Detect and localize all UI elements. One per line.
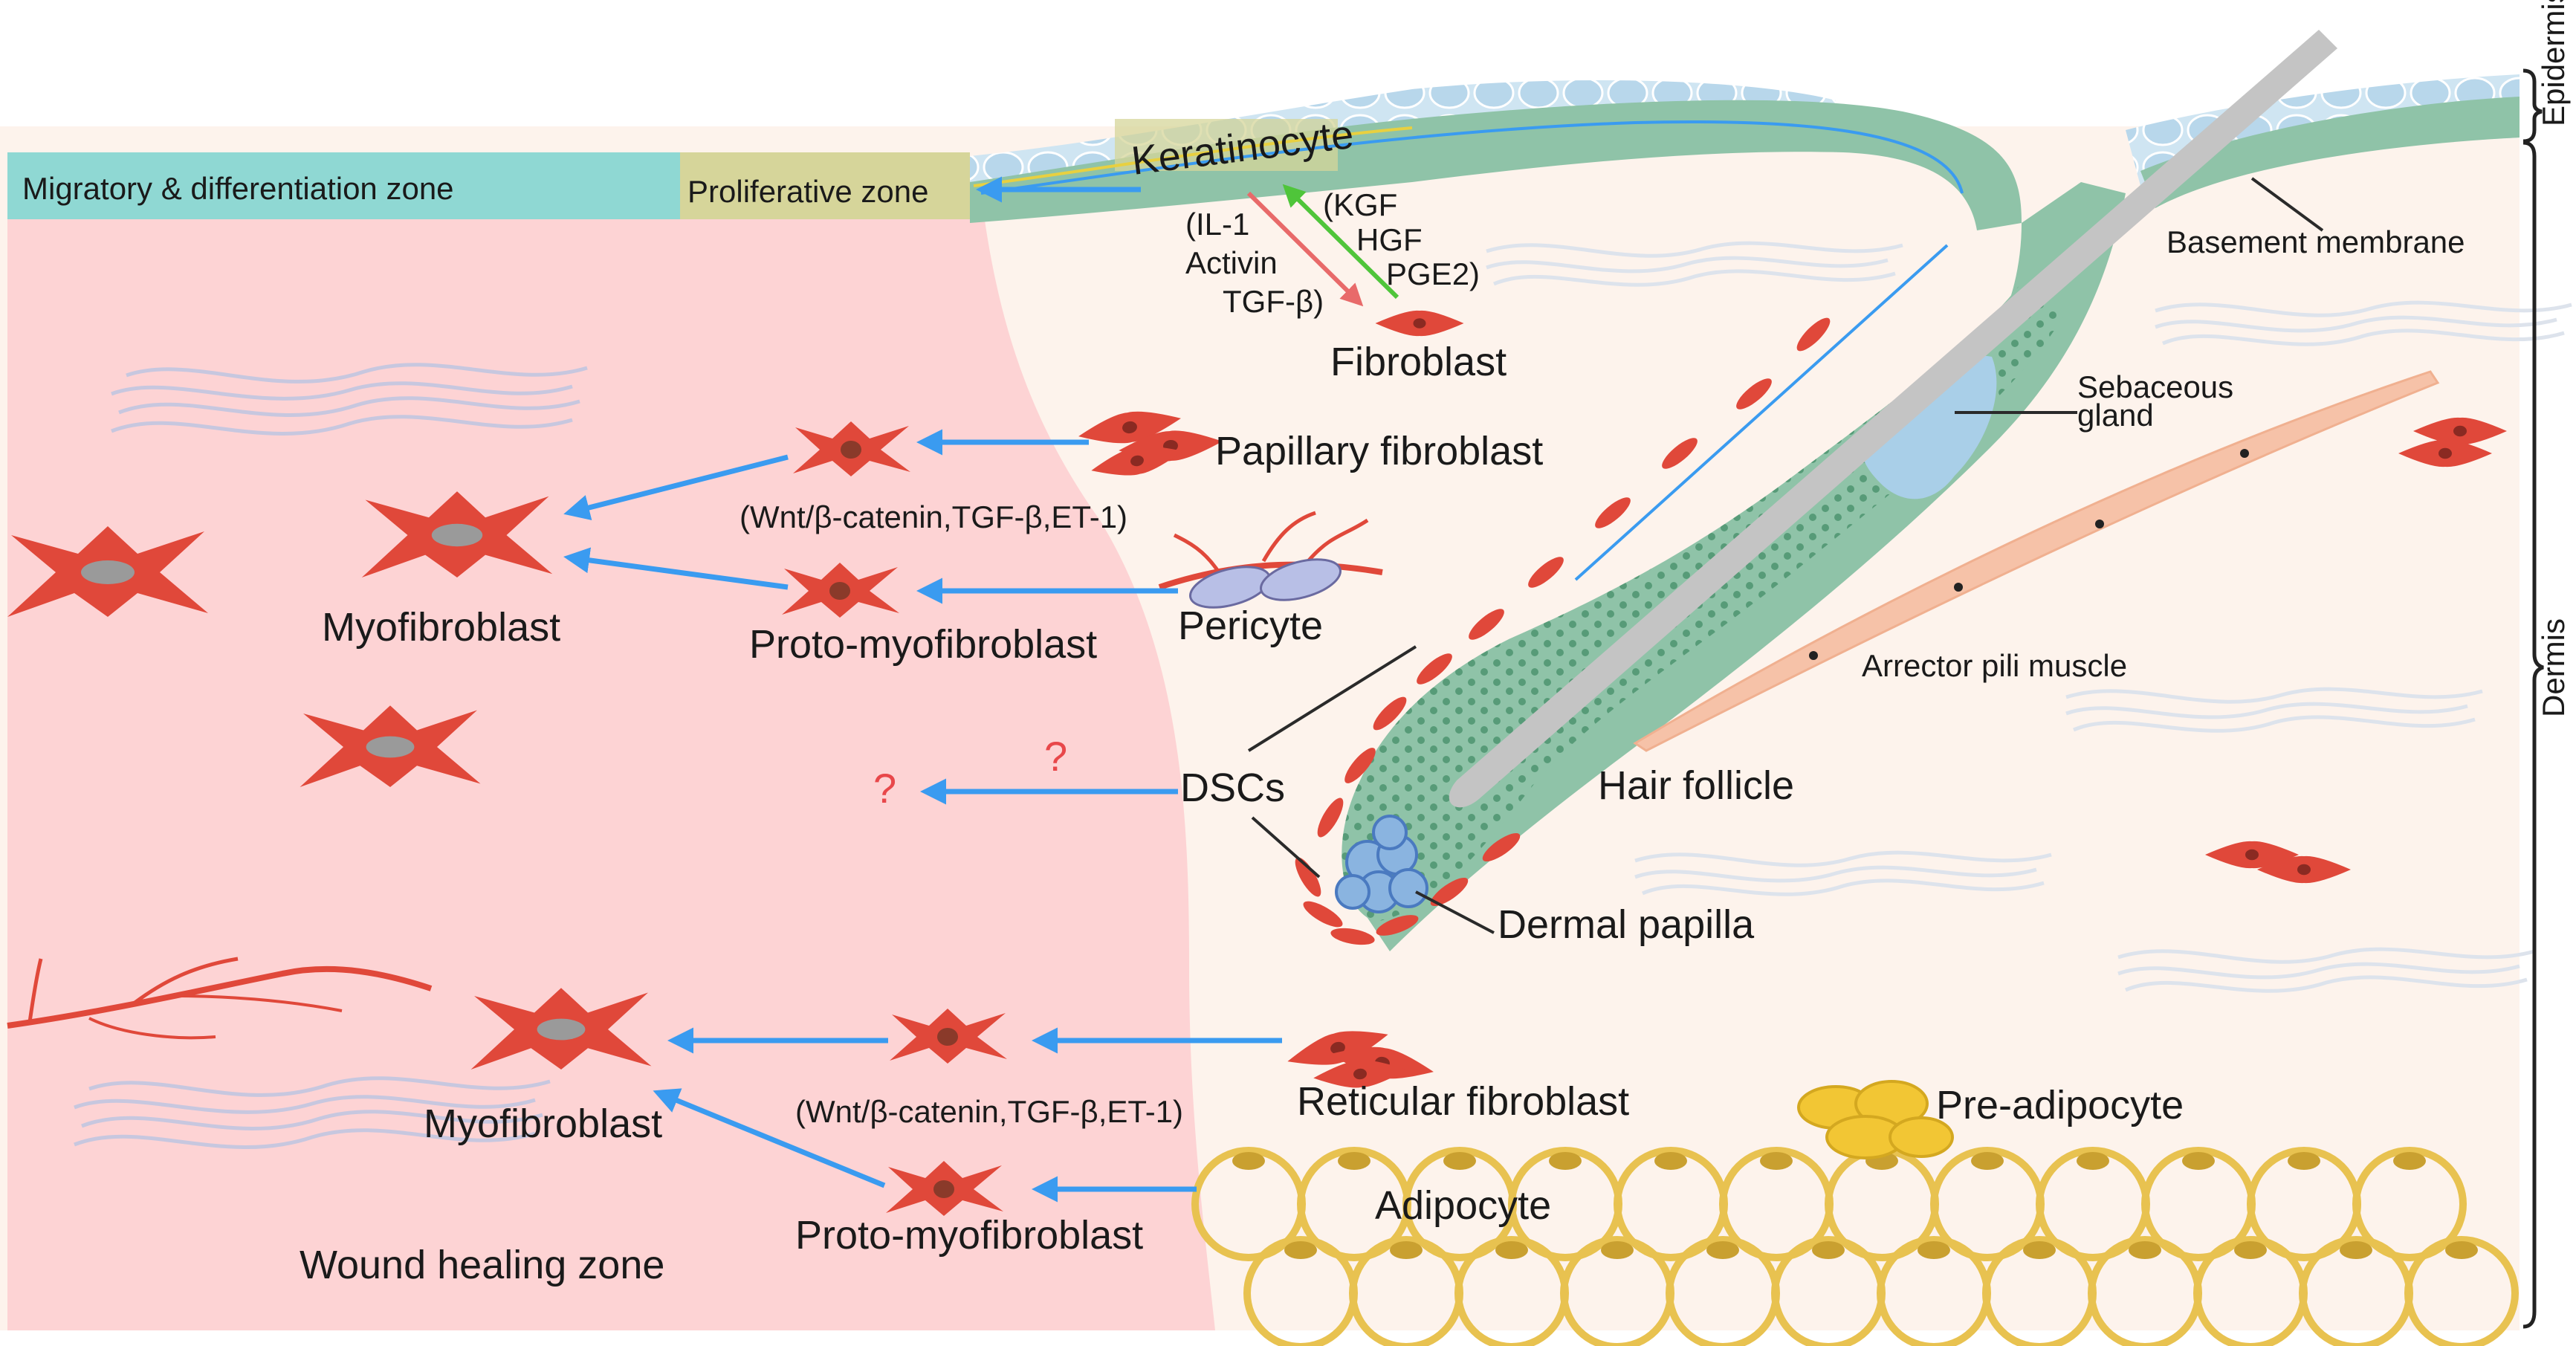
papillary-fibroblast-label: Papillary fibroblast bbox=[1215, 429, 1543, 473]
muscle-nucleus bbox=[2240, 449, 2249, 458]
arrector-pili-muscle bbox=[1633, 370, 2440, 752]
follicle-inner-line bbox=[1574, 244, 1949, 581]
migratory-zone-band bbox=[7, 152, 687, 219]
signal-arrow-to-fibroblast bbox=[1246, 191, 1364, 307]
basement-membrane-label: Basement membrane bbox=[2166, 224, 2465, 259]
dermal-sheath-cells bbox=[1295, 317, 1831, 945]
fibroblast-signal-1: (KGF bbox=[1323, 187, 1397, 222]
blue-arrows bbox=[563, 176, 1282, 1203]
keratinocyte-signal-3: TGF-β) bbox=[1223, 284, 1324, 319]
dermis-label: Dermis bbox=[2536, 618, 2571, 717]
hair-follicle-label: Hair follicle bbox=[1598, 763, 1794, 808]
proto-myofibroblast-top-label: Proto-myofibroblast bbox=[749, 622, 1097, 667]
wound-healing-zone-label: Wound healing zone bbox=[300, 1243, 664, 1287]
sebaceous-gland bbox=[1863, 355, 1997, 499]
muscle-nucleus bbox=[2095, 520, 2104, 528]
pericyte-label: Pericyte bbox=[1178, 604, 1323, 648]
fibroblast-label: Fibroblast bbox=[1330, 340, 1507, 384]
myofibroblast-bottom-label: Myofibroblast bbox=[424, 1101, 662, 1146]
reticular-fibroblast-label: Reticular fibroblast bbox=[1297, 1079, 1629, 1124]
proliferative-keratinocyte-band bbox=[1115, 119, 1338, 171]
signal-arrow-to-keratinocyte bbox=[1282, 184, 1399, 300]
proto-myofibroblast-bottom-label: Proto-myofibroblast bbox=[795, 1213, 1143, 1258]
hair-shaft bbox=[1449, 30, 2337, 808]
proliferative-zone-label: Proliferative zone bbox=[687, 174, 929, 209]
dermis-bracket bbox=[2522, 140, 2544, 1329]
epidermis-label: Epidermis bbox=[2536, 0, 2571, 126]
keratinocyte-signal-1: (IL-1 bbox=[1185, 207, 1249, 242]
fibroblast-signal-2: HGF bbox=[1356, 222, 1423, 257]
proliferative-zone-band bbox=[680, 152, 970, 219]
pre-adipocyte-label: Pre-adipocyte bbox=[1936, 1083, 2184, 1127]
myofibroblast-top-label: Myofibroblast bbox=[322, 605, 560, 650]
keratinocyte-signal-2: Activin bbox=[1185, 245, 1278, 280]
blood-vessel bbox=[7, 957, 433, 1040]
fibroblast-signal-3: PGE2) bbox=[1386, 256, 1480, 291]
epidermis-basal-layer bbox=[2140, 97, 2520, 208]
pathway-top-label: (Wnt/β-catenin,TGF-β,ET-1) bbox=[740, 499, 1127, 534]
keratinocyte-inner-line bbox=[980, 120, 1964, 195]
question-mark-2: ? bbox=[1044, 733, 1067, 780]
arrector-pili-muscle-label: Arrector pili muscle bbox=[1862, 648, 2127, 683]
muscle-nucleus bbox=[1809, 651, 1818, 660]
pericyte-vessel bbox=[1158, 511, 1383, 609]
epidermis-bracket bbox=[2522, 68, 2543, 143]
dermal-papilla bbox=[1335, 815, 1428, 913]
pre-adipocyte-cluster bbox=[1797, 1080, 1954, 1159]
sebaceous-gland-label-2: gland bbox=[2077, 398, 2154, 433]
adipocyte-label: Adipocyte bbox=[1375, 1183, 1551, 1228]
sebaceous-gland-label-1: Sebaceous bbox=[2077, 369, 2233, 404]
migratory-zone-label: Migratory & differentiation zone bbox=[22, 171, 454, 206]
dscs-label: DSCs bbox=[1180, 766, 1285, 810]
muscle-nucleus bbox=[1954, 583, 1963, 592]
question-mark-1: ? bbox=[873, 765, 896, 812]
leader-lines bbox=[1247, 177, 2324, 934]
pathway-bottom-label: (Wnt/β-catenin,TGF-β,ET-1) bbox=[795, 1094, 1183, 1129]
dermal-papilla-label: Dermal papilla bbox=[1498, 902, 1755, 947]
follicle-yellow-line bbox=[973, 126, 1413, 187]
epidermis-basal-layer bbox=[970, 100, 2022, 230]
